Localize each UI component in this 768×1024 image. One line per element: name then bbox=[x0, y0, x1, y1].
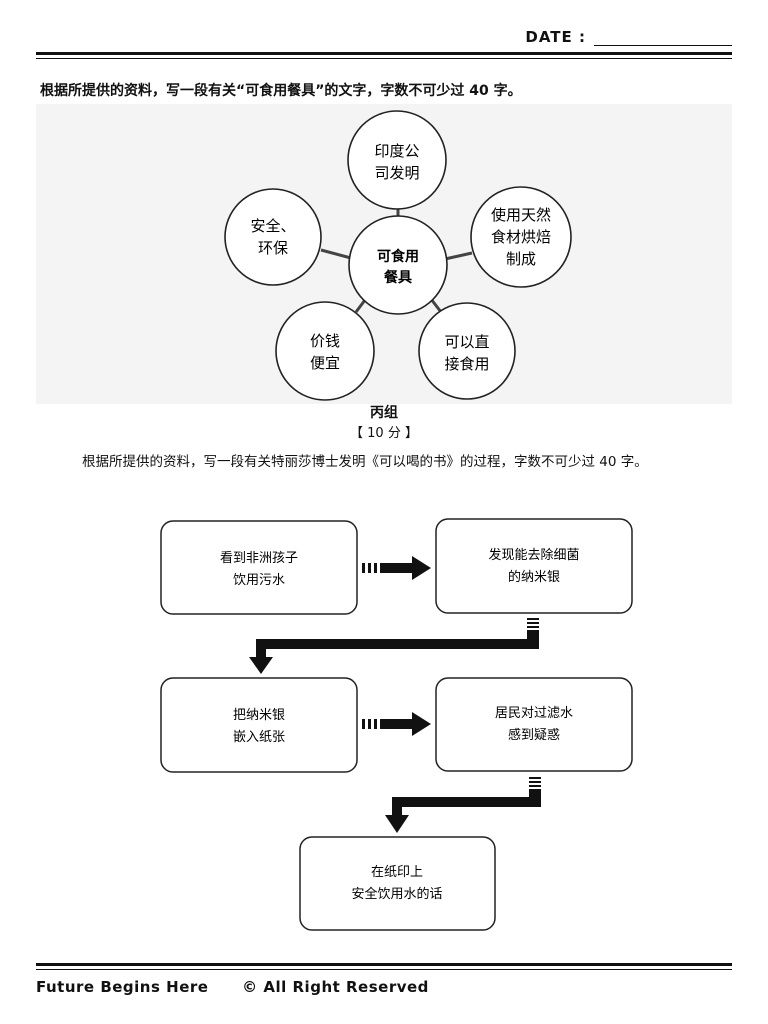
node-label: 印度公 bbox=[374, 142, 419, 160]
footer-rule-thin bbox=[36, 969, 732, 970]
flow-arrow-elbow bbox=[249, 618, 539, 674]
date-label: DATE : bbox=[525, 28, 586, 46]
flow-step-box bbox=[160, 520, 358, 615]
flow-step-label: 发现能去除细菌 bbox=[488, 547, 579, 563]
mindmap-node bbox=[224, 188, 322, 286]
node-label: 便宜 bbox=[310, 354, 340, 372]
flow-step-box bbox=[299, 836, 496, 931]
node-label: 接食用 bbox=[444, 355, 489, 373]
section-marks: 【 10 分 】 bbox=[350, 426, 418, 441]
flow-step-box bbox=[160, 677, 358, 773]
flow-step-label: 嵌入纸张 bbox=[233, 730, 285, 745]
spoke-line bbox=[444, 251, 473, 261]
node-label: 环保 bbox=[258, 239, 288, 257]
center-label-line1: 可食用 bbox=[377, 248, 419, 265]
node-label: 可以直 bbox=[444, 333, 489, 351]
header-rule-thin bbox=[36, 58, 732, 59]
section-title: 丙组 bbox=[370, 405, 398, 421]
mindmap-node bbox=[275, 301, 375, 401]
date-blank-line bbox=[594, 31, 732, 46]
footer-tagline: Future Begins Here bbox=[36, 978, 209, 996]
mindmap-node bbox=[470, 186, 572, 288]
flow-step-label: 安全饮用水的话 bbox=[351, 886, 442, 902]
flow-step-label: 看到非洲孩子 bbox=[220, 550, 298, 566]
question-1-prompt: 根据所提供的资料，写一段有关“可食用餐具”的文字，字数不可少过 40 字。 bbox=[40, 83, 522, 99]
flow-step-label: 在纸印上 bbox=[371, 865, 423, 880]
footer-text: Future Begins Here © All Right Reserved bbox=[36, 978, 457, 996]
flow-step-box bbox=[435, 518, 633, 614]
flow-step-label: 把纳米银 bbox=[233, 708, 285, 723]
center-label-line2: 餐具 bbox=[383, 269, 412, 286]
node-label: 使用天然 bbox=[491, 206, 551, 224]
spoke-line bbox=[320, 248, 352, 260]
flow-step-label: 感到疑惑 bbox=[508, 727, 560, 743]
node-label: 安全、 bbox=[250, 217, 295, 235]
date-field: DATE : bbox=[525, 28, 732, 46]
flow-arrow-elbow bbox=[385, 777, 541, 833]
header-rule-thick bbox=[36, 52, 732, 55]
center-node bbox=[348, 215, 448, 315]
flow-step-label: 居民对过滤水 bbox=[495, 706, 573, 721]
node-label: 司发明 bbox=[374, 164, 419, 182]
node-label: 制成 bbox=[506, 250, 536, 268]
spoke-line bbox=[354, 299, 367, 313]
flow-step-label: 饮用污水 bbox=[233, 573, 285, 588]
flow-arrow-right bbox=[362, 556, 431, 580]
spoke-line bbox=[429, 298, 443, 313]
flow-arrow-right bbox=[362, 712, 431, 736]
footer-copyright: © All Right Reserved bbox=[242, 978, 429, 996]
mindmap-node bbox=[418, 302, 516, 400]
flow-step-label: 的纳米银 bbox=[508, 569, 560, 585]
question-2-prompt: 根据所提供的资料，写一段有关特丽莎博士发明《可以喝的书》的过程，字数不可少过 4… bbox=[82, 454, 648, 470]
node-label: 食材烘焙 bbox=[491, 228, 551, 246]
flow-step-box bbox=[435, 677, 633, 772]
node-label: 价钱 bbox=[310, 332, 340, 350]
footer-rule-thick bbox=[36, 963, 732, 966]
mindmap-node bbox=[347, 110, 447, 210]
